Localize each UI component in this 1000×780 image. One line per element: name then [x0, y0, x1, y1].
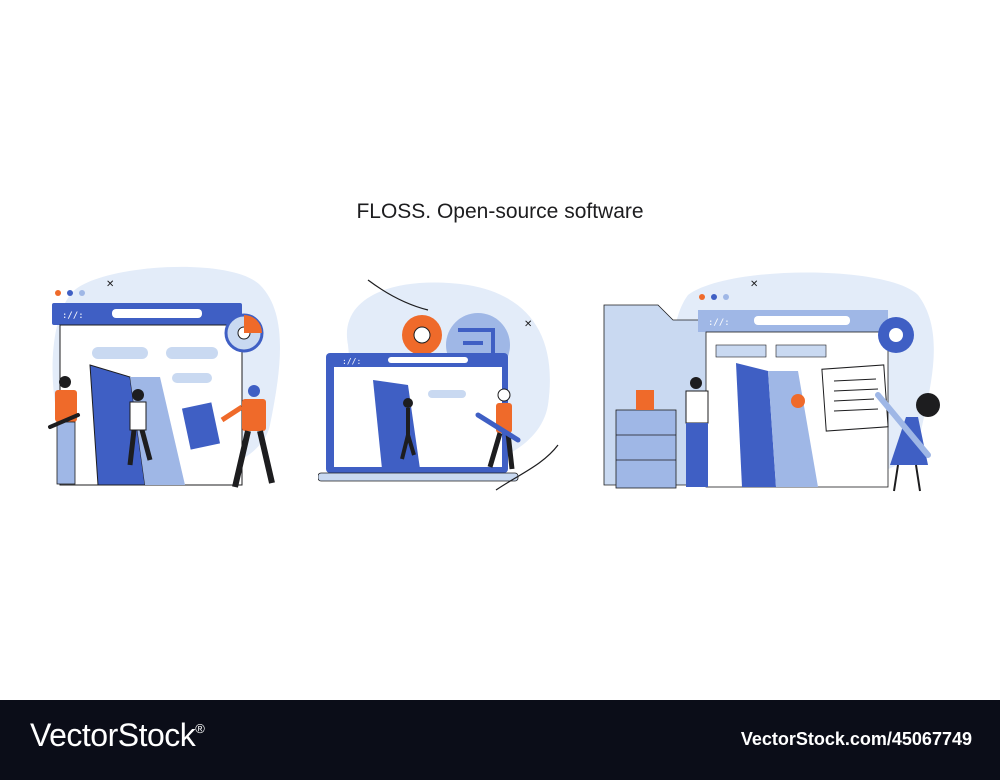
close-icon: ✕ [750, 279, 758, 290]
person-head [690, 377, 702, 389]
brand-logo[interactable]: VectorStock® [30, 717, 205, 754]
person-torso [55, 390, 77, 422]
person-legs [893, 464, 921, 492]
laptop-base [318, 472, 519, 482]
address-field [112, 309, 202, 318]
address-field [754, 316, 850, 325]
person-torso [242, 399, 266, 431]
close-icon: ✕ [524, 319, 532, 330]
laptop-screen [334, 363, 502, 467]
content-line [428, 390, 466, 398]
person-head [403, 398, 413, 408]
wrench-icon [875, 392, 931, 458]
door-icon [736, 363, 776, 487]
person-head [132, 389, 144, 401]
person-arm [220, 404, 244, 423]
person-torso [496, 403, 512, 433]
wrench-icon [48, 413, 80, 429]
content-line [92, 347, 148, 359]
cabinet-drawers [616, 434, 676, 461]
scene-door-window: ✕ ://: [48, 266, 280, 488]
person-legs [487, 432, 515, 470]
address-field [388, 357, 468, 363]
person-body [789, 408, 811, 484]
dot-light [723, 294, 729, 300]
person-legs [232, 430, 275, 488]
registered-mark: ® [195, 721, 205, 736]
hand-icon [367, 279, 429, 311]
card-shape [181, 402, 221, 450]
content-line [172, 373, 212, 383]
dot-blue [67, 290, 73, 296]
document-icon [821, 364, 889, 432]
dot-light [79, 290, 85, 296]
person-head [497, 388, 511, 402]
scene-laptop: ✕ ://: [318, 279, 559, 491]
person-head [248, 385, 260, 397]
page-title: FLOSS. Open-source software [356, 200, 644, 223]
folders [636, 390, 654, 410]
dot-orange [699, 294, 705, 300]
door-opening [768, 371, 818, 487]
close-icon: ✕ [106, 279, 114, 290]
scene-folder-files: ✕ ://: [603, 272, 940, 492]
dot-orange [55, 290, 61, 296]
brand-name: VectorStock [30, 717, 196, 753]
dot-blue [711, 294, 717, 300]
person-body [400, 408, 416, 460]
person-dress [890, 417, 928, 465]
image-id-link[interactable]: VectorStock.com/45067749 [740, 729, 972, 749]
person-torso [129, 401, 147, 431]
gear-center [413, 326, 431, 344]
gear-segment [244, 315, 262, 333]
window-path: ://: [342, 357, 361, 366]
hand-icon [495, 444, 559, 491]
content-line [775, 344, 827, 358]
footer-bar: VectorStock® VectorStock.com/45067749 [0, 700, 1000, 780]
window-path: ://: [708, 318, 730, 328]
file-cabinet-icon [615, 409, 677, 489]
content-line [715, 344, 767, 358]
person-legs [127, 429, 153, 466]
person-torso [685, 390, 709, 424]
document-lines [833, 378, 879, 412]
window-path: ://: [62, 311, 84, 321]
person-legs [56, 421, 76, 485]
person-head [791, 394, 805, 408]
person-head [59, 376, 71, 388]
wrench-icon [475, 412, 521, 443]
content-line [166, 347, 218, 359]
person-legs [686, 423, 708, 487]
gear-center [889, 328, 903, 342]
person-head [916, 393, 940, 417]
